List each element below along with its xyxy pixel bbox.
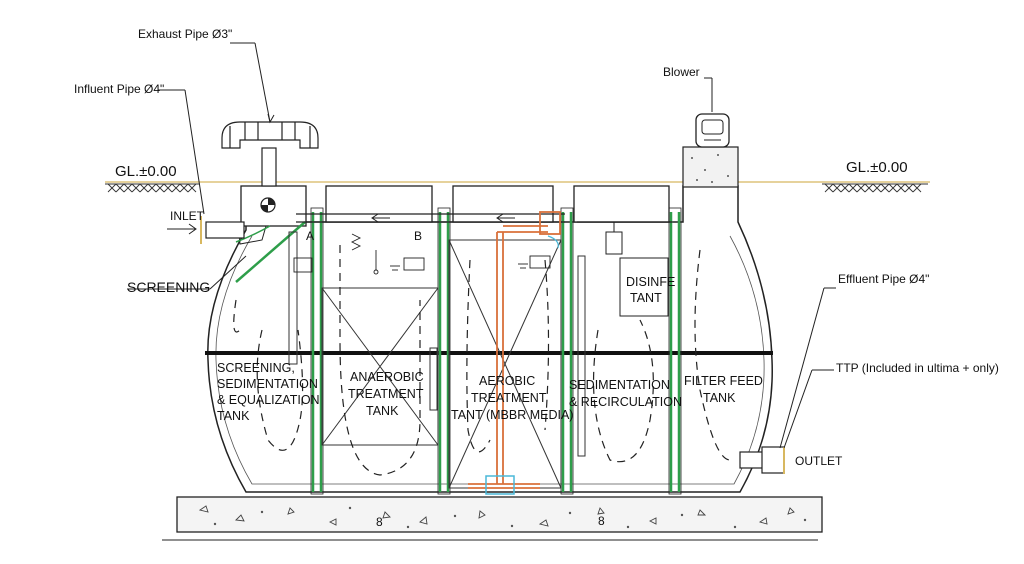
gl-label-left: GL.±0.00 <box>115 163 177 180</box>
screen-mesh <box>235 225 271 243</box>
leader-lines <box>127 42 836 449</box>
tank-1-line-4: TANK <box>217 409 250 423</box>
air-line-icon <box>547 235 559 249</box>
svg-text:8: 8 <box>376 515 383 529</box>
blower-unit <box>682 113 739 188</box>
influent-pipe-label: Influent Pipe Ø4" <box>74 82 164 96</box>
aerobic-media <box>448 239 562 489</box>
inlet-pipe <box>205 221 245 239</box>
gl-label-right: GL.±0.00 <box>846 159 908 176</box>
tank-3-line-3: TANT (MBBR MEDIA) <box>451 408 573 422</box>
aeration-pipe <box>468 211 561 489</box>
tank-1-line-3: & EQUALIZATION <box>217 393 320 407</box>
tank-1-line-1: SCREENING, <box>217 361 295 375</box>
ground-hatch-left <box>105 183 200 193</box>
disinfectant-label-line1: DISINFE <box>626 275 675 289</box>
tank-4-label: SEDIMENTATION & RECIRCULATION <box>569 378 682 409</box>
tank-4-line-2: & RECIRCULATION <box>569 395 682 409</box>
tank-1-line-2: SEDIMENTATION <box>217 377 318 391</box>
tank-3-label: AEROBIC TREATMENT TANT (MBBR MEDIA) <box>451 374 573 422</box>
tank-2-line-1: ANAEROBIC <box>350 370 424 384</box>
blower-label: Blower <box>663 65 700 79</box>
flow-arrows-top <box>371 213 515 223</box>
partitions <box>235 212 681 492</box>
marker-b: B <box>414 229 422 243</box>
exhaust-vent <box>221 121 319 187</box>
outlet-label: OUTLET <box>795 454 843 468</box>
tank-5-line-2: TANK <box>703 391 736 405</box>
transfer-pipe <box>296 213 672 223</box>
ground-hatch-right <box>822 183 928 193</box>
manhole-risers <box>240 185 670 227</box>
disinfectant-label-line2: TANT <box>630 291 662 305</box>
screening-label: SCREENING <box>127 279 210 295</box>
level-markers <box>293 233 551 275</box>
inspection-port-fill <box>261 198 275 212</box>
tank-5-label: FILTER FEED TANK <box>684 374 763 405</box>
inlet-label: INLET <box>170 209 205 223</box>
ttp-label: TTP (Included in ultima + only) <box>836 361 999 375</box>
concrete-base: 8 8 <box>162 496 823 541</box>
tank-3-line-2: TREATMENT <box>471 391 547 405</box>
tank-2-label: ANAEROBIC TREATMENT TANK <box>348 370 424 418</box>
outlet-pipe <box>739 446 785 474</box>
tank-2-line-3: TANK <box>366 404 399 418</box>
internal-pipes <box>288 231 586 457</box>
exhaust-pipe-label: Exhaust Pipe Ø3" <box>138 27 232 41</box>
tank-4-line-1: SEDIMENTATION <box>569 378 670 392</box>
diffuser-icon <box>485 475 515 495</box>
flow-paths <box>233 245 731 476</box>
tank-5-line-1: FILTER FEED <box>684 374 763 388</box>
inlet-arrow-icon <box>167 223 197 235</box>
svg-text:8: 8 <box>598 514 605 528</box>
effluent-pipe-label: Effluent Pipe Ø4" <box>838 272 929 286</box>
anaerobic-media <box>321 287 439 446</box>
disinfectant-container <box>605 222 669 317</box>
marker-a: A <box>306 229 314 243</box>
tank-2-line-2: TREATMENT <box>348 387 424 401</box>
tank-1-label: SCREENING, SEDIMENTATION & EQUALIZATION … <box>217 361 320 423</box>
tank-3-line-1: AEROBIC <box>479 374 535 388</box>
